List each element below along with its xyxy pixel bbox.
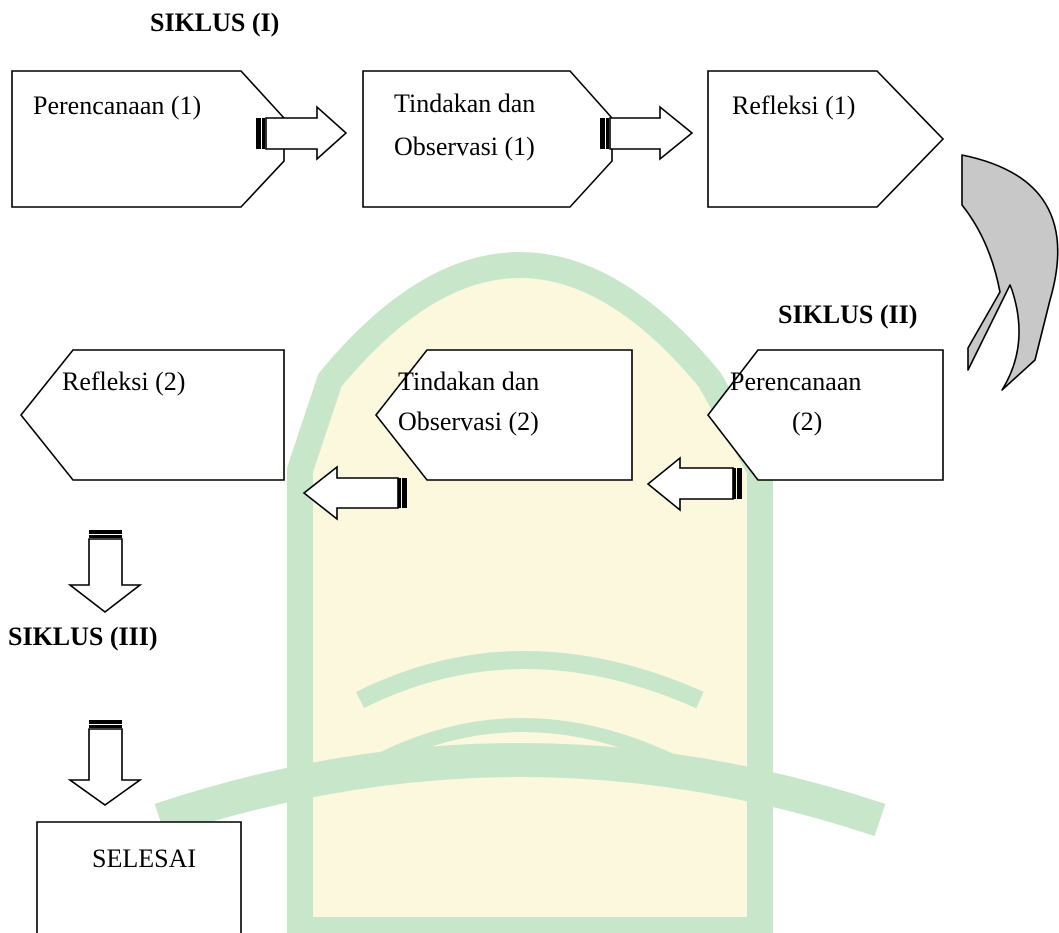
planning-2-box (706, 349, 944, 481)
end-box (36, 821, 242, 933)
planning-2-label-line2: (2) (792, 407, 823, 436)
planning-2-label-line1: Perencanaan (730, 367, 862, 396)
action-observation-1-box (362, 70, 613, 208)
cycle-2-heading: SIKLUS (II) (778, 300, 918, 329)
arrow-planning2-to-action2 (646, 456, 742, 512)
action-2-label-line1: Tindakan dan (398, 367, 540, 396)
arrow-action2-to-reflection2 (302, 465, 407, 521)
action-2-label-line2: Observasi (2) (398, 407, 539, 436)
arrow-down-to-end (67, 720, 143, 806)
action-1-label-line1: Tindakan dan (394, 89, 536, 118)
reflection-1-label: Refleksi (1) (732, 91, 856, 120)
planning-1-box (11, 70, 285, 208)
arrow-down-to-cycle3 (67, 530, 143, 614)
curved-arrow-to-cycle2 (961, 154, 1059, 391)
arrow-action1-to-reflection1 (600, 105, 694, 161)
end-label: SELESAI (92, 844, 196, 873)
reflection-2-box (19, 349, 285, 481)
cycle-1-heading: SIKLUS (I) (150, 8, 280, 37)
action-observation-2-box (374, 349, 633, 481)
planning-1-label: Perencanaan (1) (33, 91, 202, 120)
cycle-3-heading: SIKLUS (III) (8, 622, 158, 651)
reflection-1-box (707, 70, 945, 208)
arrow-planning1-to-action1 (256, 105, 348, 161)
reflection-2-label: Refleksi (2) (62, 367, 186, 396)
action-1-label-line2: Observasi (1) (394, 132, 535, 161)
